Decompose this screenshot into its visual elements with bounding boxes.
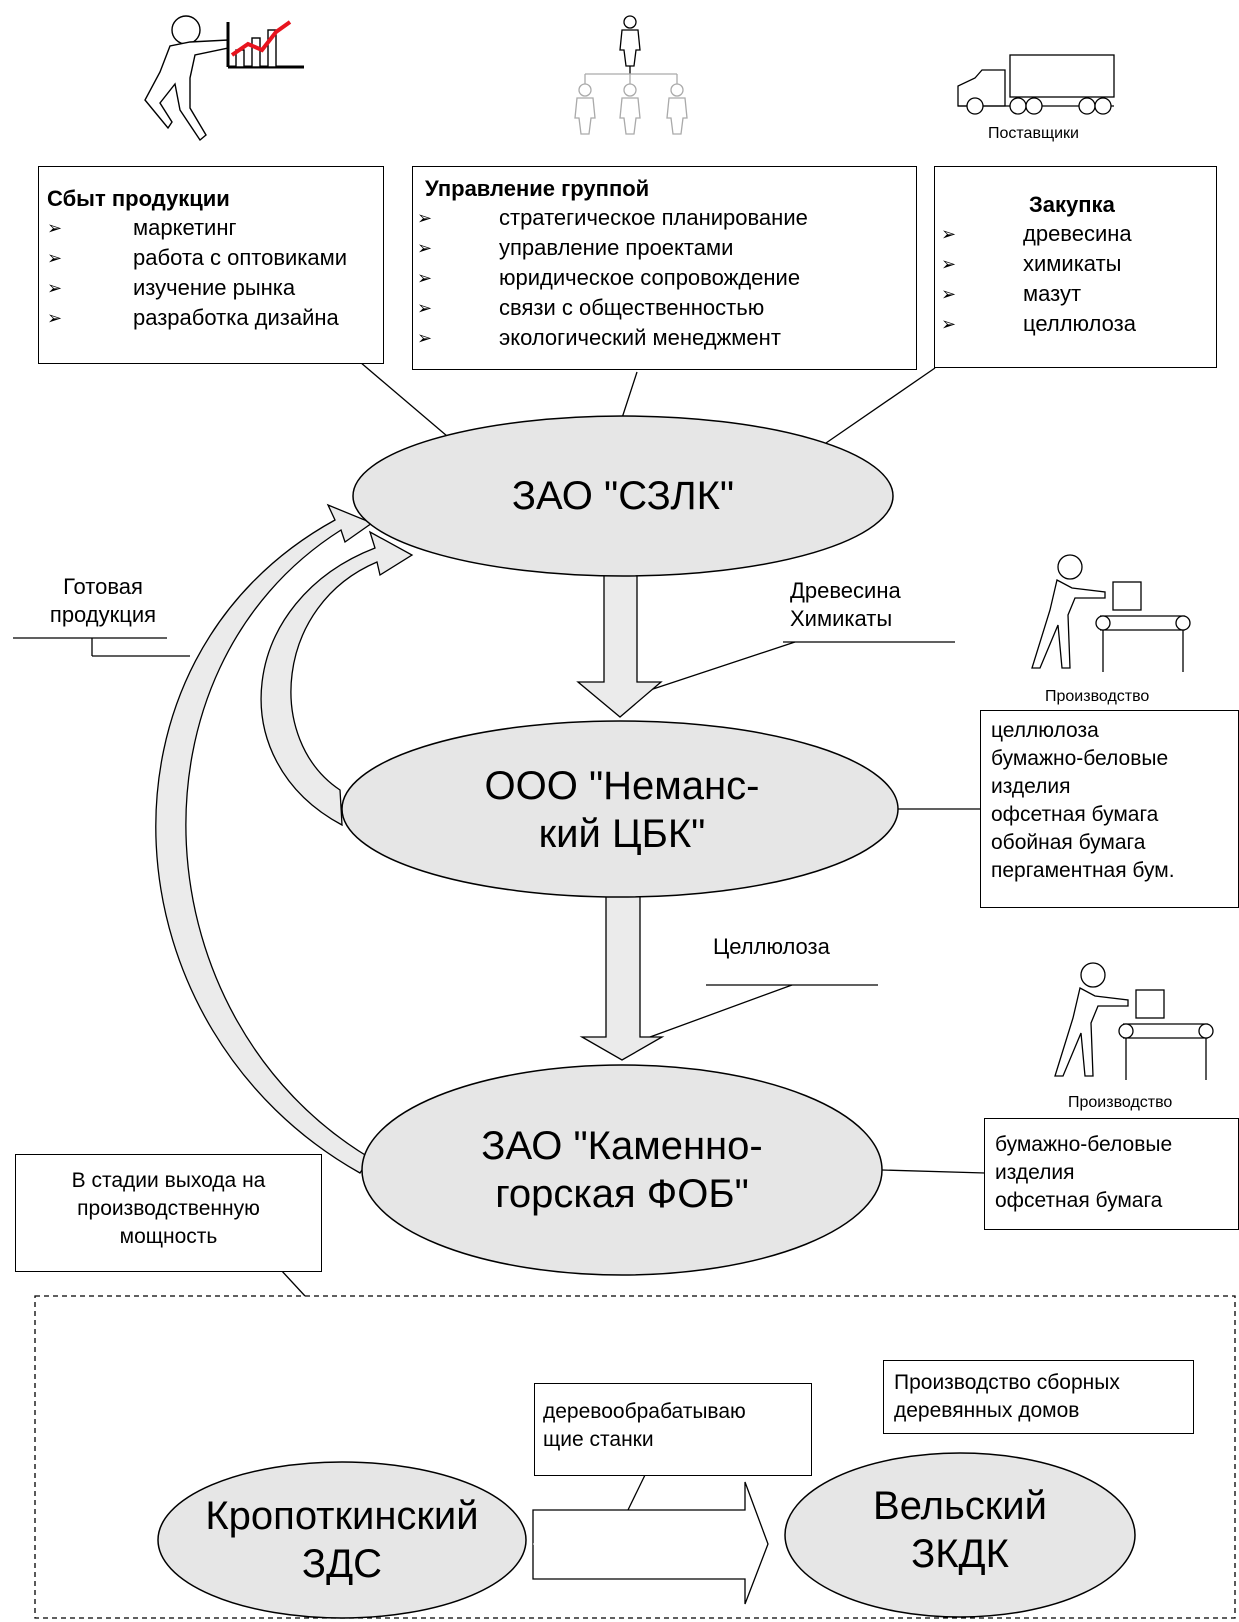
startup-line3: мощность xyxy=(119,1225,218,1248)
sales-title: Сбыт продукции xyxy=(47,186,230,211)
truck-icon xyxy=(957,54,1115,115)
finished-line1: Готовая xyxy=(63,574,143,599)
node-kamen xyxy=(361,1064,883,1276)
sales-item: ➢маркетинг xyxy=(47,213,383,243)
houses-line2: деревянных домов xyxy=(894,1399,1080,1422)
bullet-arrow-icon: ➢ xyxy=(941,254,957,274)
future-projects-region xyxy=(34,1295,1236,1619)
management-title: Управление группой xyxy=(425,176,650,201)
kropot-label-line1: Кропоткинский xyxy=(205,1494,479,1538)
node-szlk xyxy=(352,415,894,577)
bullet-arrow-icon: ➢ xyxy=(417,328,433,348)
purchasing-title: Закупка xyxy=(1029,192,1115,217)
connector-lines xyxy=(13,361,1047,1513)
product-line: пергаментная бум. xyxy=(991,859,1175,882)
finished-products-label: Готовая продукция xyxy=(28,573,178,629)
kamen-label-line2: горская ФОБ" xyxy=(495,1172,749,1216)
purchasing-item: ➢целлюлоза xyxy=(941,309,1216,339)
houses-line1: Производство сборных xyxy=(894,1371,1120,1394)
bullet-arrow-icon: ➢ xyxy=(941,284,957,304)
node-vel xyxy=(784,1452,1136,1618)
bullet-arrow-icon: ➢ xyxy=(47,308,63,328)
org-chart-icon xyxy=(574,15,688,135)
management-item: ➢стратегическое планирование xyxy=(417,203,916,233)
suppliers-caption: Поставщики xyxy=(988,125,1079,142)
management-item: ➢управление проектами xyxy=(417,233,916,263)
product-line: целлюлоза xyxy=(991,719,1099,742)
kropot-label: Кропоткинский ЗДС xyxy=(172,1492,512,1588)
production-caption-1: Производство xyxy=(1045,688,1150,705)
kamen-label: ЗАО "Каменно- горская ФОБ" xyxy=(372,1122,872,1218)
node-kropot xyxy=(157,1461,527,1619)
bullet-arrow-icon: ➢ xyxy=(417,268,433,288)
bullet-arrow-icon: ➢ xyxy=(941,224,957,244)
kamen-products-box: бумажно-беловые изделия офсетная бумага xyxy=(984,1118,1239,1230)
wood-line1: Древесина xyxy=(790,578,901,603)
down-arrow-neman-kamen xyxy=(579,895,665,1061)
outer-return-arrow xyxy=(155,503,374,1174)
product-line: изделия xyxy=(995,1161,1075,1184)
product-line: изделия xyxy=(991,775,1071,798)
sales-box: Сбыт продукции ➢маркетинг ➢работа с опто… xyxy=(38,166,384,364)
bullet-arrow-icon: ➢ xyxy=(417,208,433,228)
right-arrow-kropot-vel xyxy=(532,1481,769,1605)
startup-line2: производственную xyxy=(77,1197,260,1220)
woodworking-box: деревообрабатываю щие станки xyxy=(534,1383,812,1476)
purchasing-item: ➢мазут xyxy=(941,279,1216,309)
sales-item: ➢изучение рынка xyxy=(47,273,383,303)
finished-line2: продукция xyxy=(49,602,157,627)
product-line: бумажно-беловые xyxy=(995,1133,1173,1156)
management-item: ➢юридическое сопровождение xyxy=(417,263,916,293)
purchasing-box: Закупка ➢древесина ➢химикаты ➢мазут ➢цел… xyxy=(934,166,1217,368)
neman-label-line2: кий ЦБК" xyxy=(538,812,706,856)
sales-item: ➢работа с оптовиками xyxy=(47,243,383,273)
sales-item: ➢разработка дизайна xyxy=(47,303,383,333)
wood-chem-label: Древесина Химикаты xyxy=(790,577,901,633)
houses-box: Производство сборных деревянных домов xyxy=(883,1360,1194,1434)
bullet-arrow-icon: ➢ xyxy=(47,248,63,268)
wood-line2: Химикаты xyxy=(790,606,893,631)
woodworking-line1: деревообрабатываю xyxy=(543,1400,746,1423)
management-item: ➢экологический менеджмент xyxy=(417,323,916,353)
vel-label-line2: ЗКДК xyxy=(911,1532,1009,1576)
production-caption-2: Производство xyxy=(1068,1094,1173,1111)
management-box: Управление группой ➢стратегическое плани… xyxy=(412,166,917,370)
down-arrow-szlk-neman xyxy=(576,573,663,718)
bullet-arrow-icon: ➢ xyxy=(941,314,957,334)
szlk-label: ЗАО "СЗЛК" xyxy=(511,474,735,518)
purchasing-item: ➢химикаты xyxy=(941,249,1216,279)
startup-note-box: В стадии выхода на производственную мощн… xyxy=(15,1154,322,1272)
production-worker-icon xyxy=(1031,554,1191,672)
kropot-label-line2: ЗДС xyxy=(301,1542,383,1586)
bullet-arrow-icon: ➢ xyxy=(47,278,63,298)
neman-label: ООО "Неманс- кий ЦБК" xyxy=(372,762,872,858)
bullet-arrow-icon: ➢ xyxy=(47,218,63,238)
product-line: офсетная бумага xyxy=(995,1189,1163,1212)
purchasing-item: ➢древесина xyxy=(941,219,1216,249)
vel-label: Вельский ЗКДК xyxy=(810,1482,1110,1578)
presenter-chart-icon xyxy=(144,15,304,142)
woodworking-line2: щие станки xyxy=(543,1428,654,1451)
node-neman xyxy=(341,720,899,898)
product-line: офсетная бумага xyxy=(991,803,1159,826)
kamen-label-line1: ЗАО "Каменно- xyxy=(481,1124,763,1168)
management-item: ➢связи с общественностью xyxy=(417,293,916,323)
startup-line1: В стадии выхода на xyxy=(71,1169,266,1192)
vel-label-line1: Вельский xyxy=(873,1484,1047,1528)
production-worker-icon-2 xyxy=(1054,962,1214,1080)
product-line: бумажно-беловые xyxy=(991,747,1169,770)
product-line: обойная бумага xyxy=(991,831,1146,854)
inner-return-arrow xyxy=(260,530,414,827)
neman-products-box: целлюлоза бумажно-беловые изделия офсетн… xyxy=(980,710,1239,908)
bullet-arrow-icon: ➢ xyxy=(417,298,433,318)
cellulose-label: Целлюлоза xyxy=(713,934,830,959)
bullet-arrow-icon: ➢ xyxy=(417,238,433,258)
neman-label-line1: ООО "Неманс- xyxy=(484,764,760,808)
